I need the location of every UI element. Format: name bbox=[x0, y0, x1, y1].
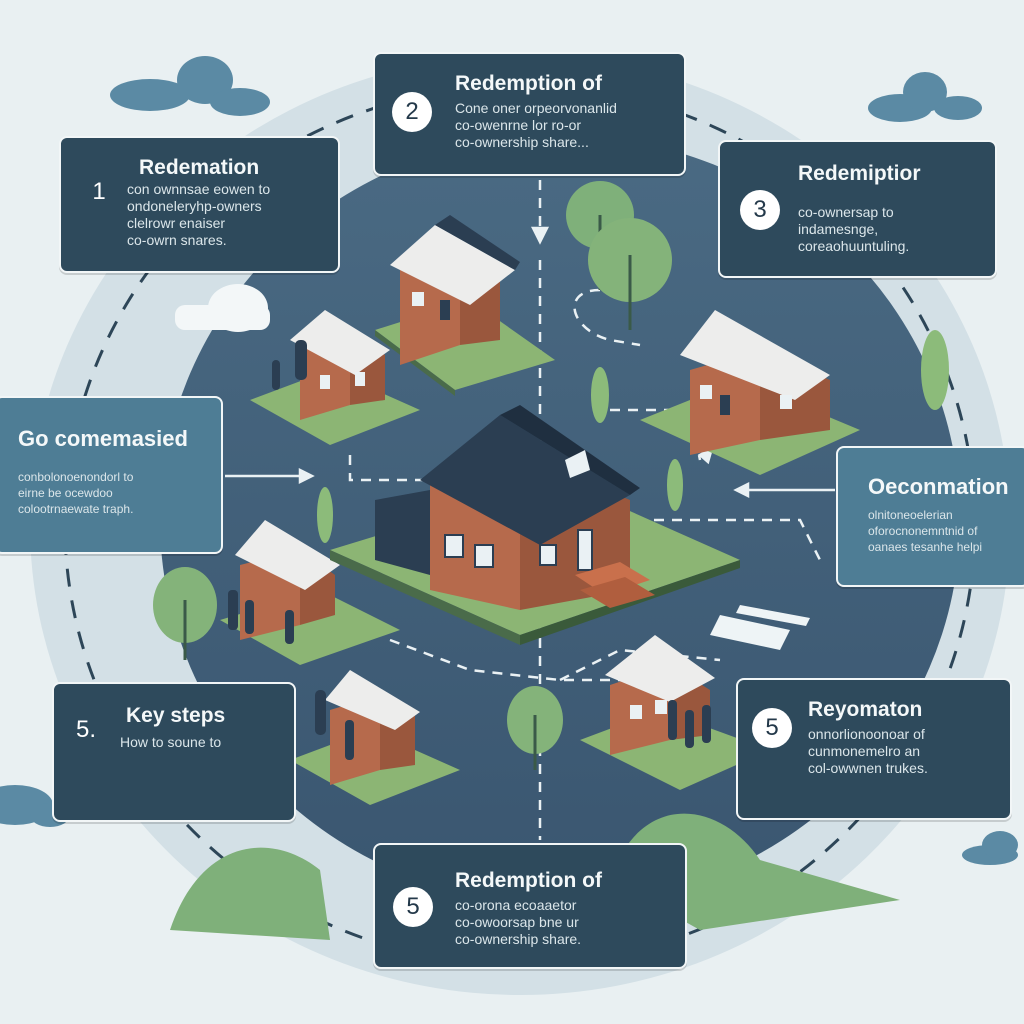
step-card-title: Redemption of bbox=[455, 869, 602, 892]
step-card-line: coreaohuuntuling. bbox=[798, 238, 910, 254]
step-card-title: Redemiptior bbox=[798, 162, 921, 185]
step-number-badge: 3 bbox=[740, 190, 780, 230]
step-card-line: con ownnsae eowen to bbox=[127, 181, 271, 197]
house-lot bbox=[220, 520, 400, 665]
step-card-line: co-ownership share... bbox=[455, 134, 589, 150]
step-card-title: Redemption of bbox=[455, 72, 602, 95]
hill bbox=[170, 847, 330, 940]
crosswalk bbox=[710, 605, 810, 650]
step-card-line: clelrowr enaiser bbox=[127, 215, 226, 231]
info-card-title: Oeconmation bbox=[868, 474, 1009, 499]
step-card-title: Redemation bbox=[139, 156, 260, 179]
step-card-line: onnorlionoonoar of bbox=[808, 726, 925, 742]
cloud-icon bbox=[110, 56, 270, 116]
cloud-icon bbox=[175, 284, 270, 332]
tree-icon bbox=[317, 330, 949, 543]
step-card-5-bottom-right: 5 Reyomaton onnorlionoonoar of cunmoneme… bbox=[736, 678, 1012, 820]
main-house bbox=[330, 405, 740, 645]
info-card-line: oanaes tesanhe helpi bbox=[868, 540, 983, 554]
step-number-badge: 1 bbox=[92, 178, 106, 205]
info-card-mid-left: Go comemasied conbolonoenondorl to eirne… bbox=[0, 396, 223, 554]
step-card-line: cunmonemelro an bbox=[808, 743, 921, 759]
tree-icon bbox=[507, 686, 563, 770]
step-card-2-top: 2 Redemption of Cone oner orpeorvonanlid… bbox=[373, 52, 686, 176]
step-card-5-bottom: 5 Redemption of co-orona ecoaaetor co-ow… bbox=[373, 843, 687, 969]
info-card-line: eirne be ocewdoo bbox=[18, 486, 113, 500]
step-card-5-bottom-left: 5. Key steps How to soune to bbox=[52, 682, 296, 822]
house-lot bbox=[640, 310, 860, 475]
step-number-badge: 5 bbox=[393, 887, 433, 927]
step-card-line: ondoneleryhp-owners bbox=[127, 198, 262, 214]
step-card-line: co-ownership share. bbox=[455, 931, 582, 947]
house-lot bbox=[580, 635, 770, 790]
step-card-line: How to soune to bbox=[120, 734, 222, 750]
step-number-badge: 2 bbox=[392, 92, 432, 132]
step-card-line: Cone oner orpeorvonanlid bbox=[455, 100, 617, 116]
info-card-line: olnitoneoelerian bbox=[868, 508, 953, 522]
step-card-line: co-owenrne lor ro-or bbox=[455, 117, 582, 133]
info-card-mid-right: Oeconmation olnitoneoelerian oforocnonem… bbox=[836, 446, 1024, 587]
tree-icon bbox=[588, 218, 672, 330]
tree-icon bbox=[153, 567, 217, 660]
step-card-line: co-owoorsap bne ur bbox=[455, 914, 579, 930]
step-card-title: Key steps bbox=[126, 704, 226, 727]
cloud-icon bbox=[868, 72, 982, 122]
house-lot bbox=[250, 310, 420, 445]
step-number-badge: 5 bbox=[752, 708, 792, 748]
info-card-line: oforocnonemntnid of bbox=[868, 524, 978, 538]
step-card-line: col-owwnen trukes. bbox=[808, 760, 928, 776]
people-group bbox=[228, 340, 711, 760]
info-card-line: conbolonoenondorl to bbox=[18, 470, 134, 484]
cloud-icon bbox=[962, 831, 1018, 865]
house-lot bbox=[290, 670, 460, 805]
step-card-line: co-orona ecoaaetor bbox=[455, 897, 577, 913]
step-card-line: co-owrn snares. bbox=[127, 232, 227, 248]
step-number-badge: 5. bbox=[75, 716, 96, 743]
step-card-1-top-left: 1 Redemation con ownnsae eowen to ondone… bbox=[59, 136, 340, 273]
step-card-3-top-right: 3 Redemiptior co-ownersap to indamesnge,… bbox=[718, 140, 997, 278]
step-card-title: Reyomaton bbox=[808, 698, 923, 721]
house-lot bbox=[375, 215, 555, 396]
info-card-title: Go comemasied bbox=[18, 426, 188, 451]
step-card-line: co-ownersap to bbox=[798, 204, 894, 220]
step-card-line: indamesnge, bbox=[798, 221, 879, 237]
info-card-line: colootrnaewate traph. bbox=[18, 502, 134, 516]
